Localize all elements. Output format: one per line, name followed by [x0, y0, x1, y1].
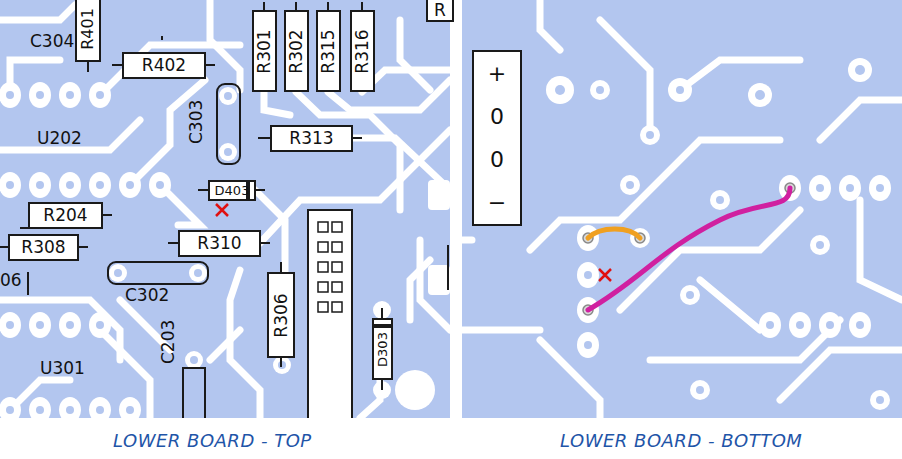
header-pins: [318, 222, 342, 312]
resistor-symbol: R302: [284, 10, 309, 92]
part-name: R301: [256, 29, 273, 73]
resistor-symbol: R402: [122, 52, 206, 79]
part-name: C303: [188, 100, 205, 144]
part-name: U202: [37, 130, 82, 147]
part-name: C304: [30, 33, 74, 50]
panel-caption: LOWER BOARD - TOP: [113, 432, 312, 450]
pin-label: 0: [490, 106, 504, 128]
component-outlines: [0, 2, 448, 418]
part-name: D403: [215, 184, 250, 197]
part-name: U301: [40, 360, 85, 377]
mark-x: [216, 204, 611, 281]
jumper-wire: [588, 229, 640, 238]
part-name: R316: [354, 29, 371, 73]
resistor-symbol: R316: [350, 10, 375, 92]
part-name: C302: [125, 287, 169, 304]
resistor-symbol: R306: [267, 272, 295, 358]
resistor-symbol: R313: [270, 125, 353, 152]
part-name: R: [434, 2, 446, 19]
part-name: R310: [197, 235, 241, 252]
pin-label: 0: [490, 149, 504, 171]
diode-symbol: D403: [208, 180, 256, 201]
part-name: R402: [142, 57, 186, 74]
part-name: 06: [0, 272, 22, 289]
board-bottom: [462, 0, 902, 418]
connector-block: +0 0 −: [472, 50, 522, 226]
resistor-symbol: R: [426, 0, 454, 22]
pin-label: +: [488, 63, 506, 85]
resistor-symbol: R401: [75, 0, 101, 62]
resistor-symbol: R204: [28, 202, 103, 229]
top-pads: [0, 82, 450, 418]
diode-band: [374, 324, 391, 328]
bottom-pads: [546, 58, 891, 410]
top-traces: [0, 0, 450, 418]
part-name: C203: [160, 320, 177, 364]
part-name: R313: [289, 130, 333, 147]
resistor-symbol: R315: [316, 10, 341, 92]
pin-label: −: [488, 192, 506, 214]
board-top: [0, 0, 450, 418]
panel-caption: LOWER BOARD - BOTTOM: [560, 432, 802, 450]
jumper-wire: [588, 188, 790, 310]
part-name: R308: [21, 239, 65, 256]
diode-symbol: D303: [372, 318, 393, 380]
part-name: R315: [320, 29, 337, 73]
part-name: R401: [80, 8, 96, 50]
part-name: R306: [273, 293, 290, 337]
resistor-symbol: R308: [8, 234, 79, 261]
part-name: D303: [376, 332, 389, 367]
bottom-traces: [462, 0, 902, 418]
resistor-symbol: R310: [178, 230, 261, 257]
part-name: R302: [288, 29, 305, 73]
resistor-symbol: R301: [252, 10, 277, 92]
part-name: R204: [43, 207, 87, 224]
